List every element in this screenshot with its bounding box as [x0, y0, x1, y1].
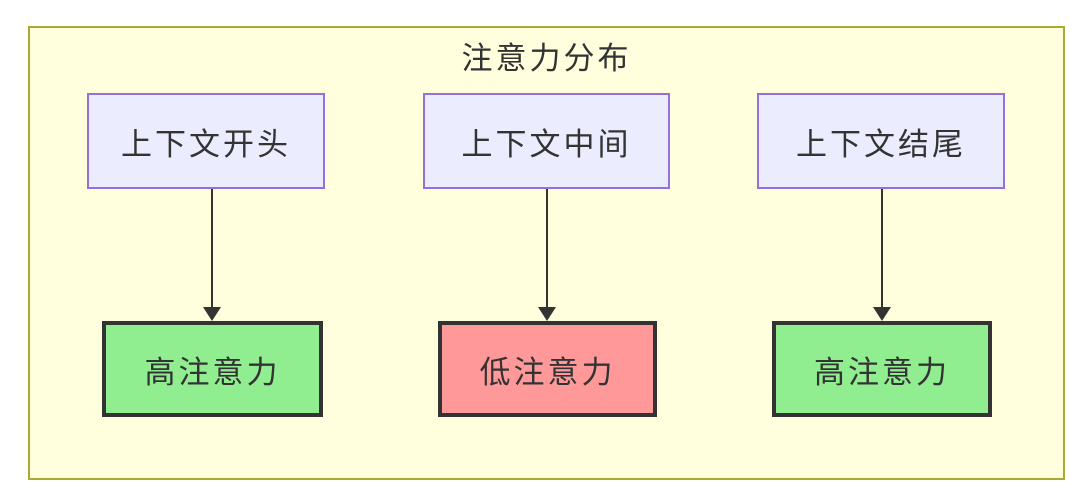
- arrowhead-down-icon: [873, 307, 891, 321]
- node-context-middle: 上下文中间: [423, 93, 670, 189]
- node-context-end: 上下文结尾: [757, 93, 1005, 189]
- node-high-attention-end: 高注意力: [772, 321, 992, 417]
- node-low-attention-middle: 低注意力: [438, 321, 657, 417]
- arrow-shaft: [546, 189, 548, 307]
- arrow-context-end-to-result: [873, 189, 891, 321]
- arrowhead-down-icon: [203, 307, 221, 321]
- arrow-context-start-to-result: [203, 189, 221, 321]
- arrow-shaft: [881, 189, 883, 307]
- arrow-context-middle-to-result: [538, 189, 556, 321]
- diagram-title: 注意力分布: [461, 41, 632, 76]
- arrowhead-down-icon: [538, 307, 556, 321]
- node-high-attention-start: 高注意力: [102, 321, 323, 417]
- node-context-start: 上下文开头: [87, 93, 325, 189]
- arrow-shaft: [211, 189, 213, 307]
